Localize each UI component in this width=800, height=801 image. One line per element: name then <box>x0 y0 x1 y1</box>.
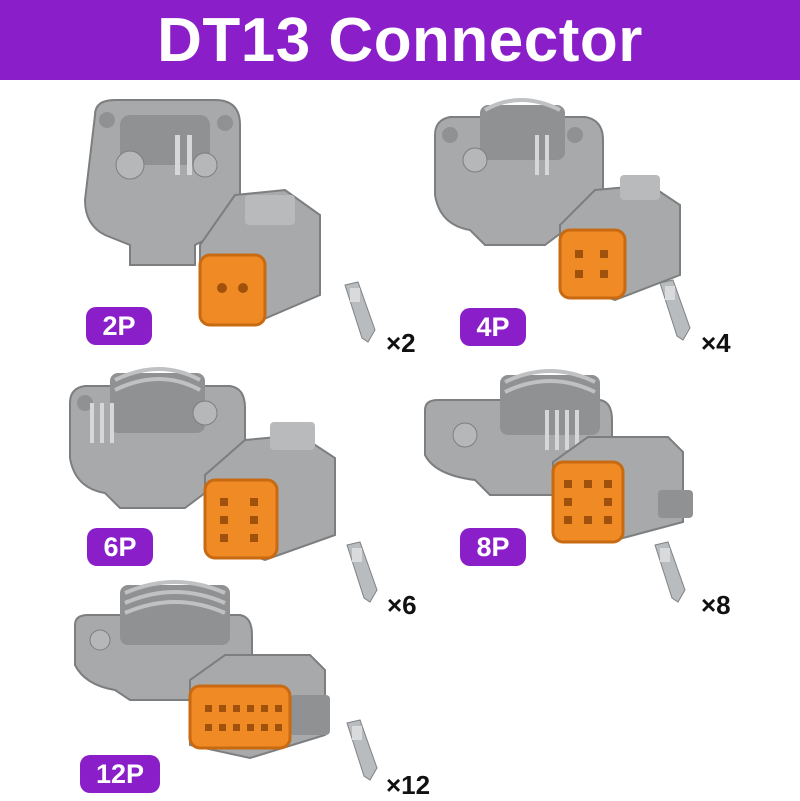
label-12p: 12P <box>80 755 160 793</box>
plug-8p-image <box>551 436 693 544</box>
receptacle-2p-image <box>83 99 241 266</box>
qty-4p: ×4 <box>701 328 731 358</box>
terminal-6p-image <box>346 541 378 603</box>
title-banner: DT13 Connector <box>0 0 800 80</box>
receptacle-4p-image <box>434 98 604 246</box>
page-title: DT13 Connector <box>157 5 643 75</box>
terminal-8p-image <box>654 541 686 603</box>
qty-2p: ×2 <box>386 328 416 358</box>
label-4p: 4P <box>460 308 526 346</box>
qty-8p: ×8 <box>701 590 731 620</box>
plug-6p-image <box>203 422 336 562</box>
receptacle-6p-image <box>69 367 246 509</box>
plug-2p-image <box>198 188 321 327</box>
label-8p: 8P <box>460 528 526 566</box>
label-2p: 2P <box>86 307 152 345</box>
terminal-12p-image <box>346 719 378 781</box>
plug-12p-image <box>188 654 330 760</box>
label-6p: 6P <box>87 528 153 566</box>
qty-6p: ×6 <box>387 590 417 620</box>
terminal-2p-image <box>344 281 376 343</box>
qty-12p: ×12 <box>386 770 431 800</box>
terminal-4p-image <box>659 279 691 341</box>
plug-4p-image <box>558 175 681 302</box>
